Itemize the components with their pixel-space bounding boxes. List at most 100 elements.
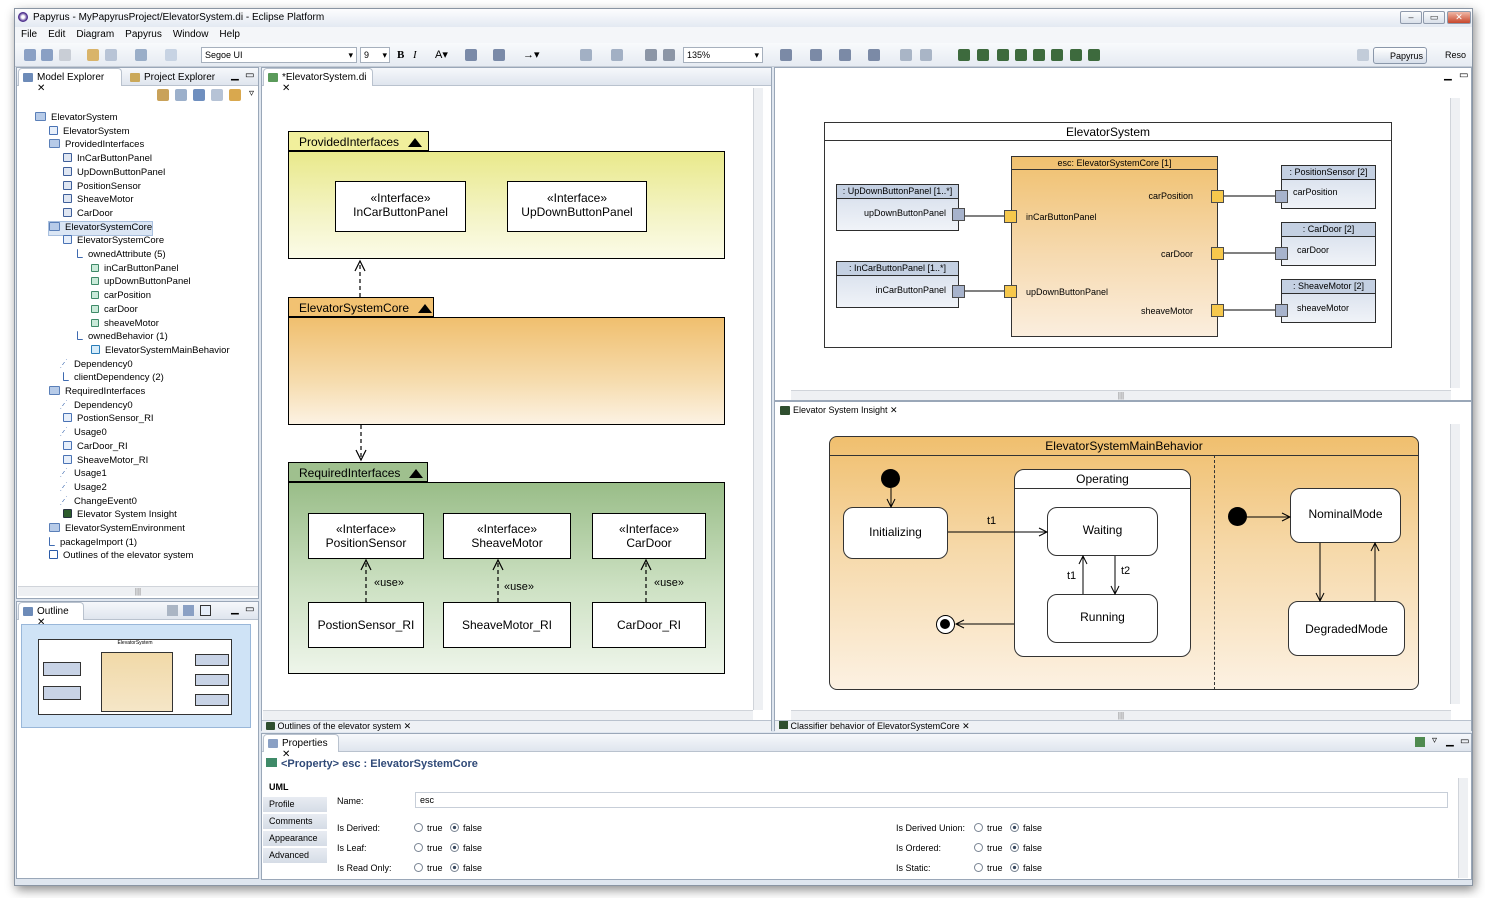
radio-true[interactable]: true [414,863,443,873]
tree-item[interactable]: Dependency0 [59,358,133,372]
radio-false-selected-icon[interactable] [450,843,459,852]
arrow-style-icon[interactable]: →▾ [523,49,540,61]
class-position-sensor-ri[interactable]: PostionSensor_RI [308,602,424,648]
tree-item[interactable]: ElevatorSystemMainBehavior [91,344,230,358]
tab-project-explorer[interactable]: Project Explorer [125,68,225,86]
diagram-tool-icon-3[interactable] [997,49,1009,61]
side-tab-appearance[interactable]: Appearance [263,831,327,847]
part-car-door[interactable]: : CarDoor [2]carDoor [1281,222,1376,266]
editor-left-v-scrollbar[interactable] [753,88,763,710]
tree-item[interactable]: ElevatorSystemEnvironment [49,523,185,536]
tree-item[interactable]: ElevatorSystem [35,112,118,125]
side-tab-profile[interactable]: Profile [263,797,327,813]
maximize-button[interactable]: ▭ [1423,11,1445,24]
font-select[interactable]: Segoe UI▾ [201,47,357,63]
tree-item[interactable]: SheaveMotor [63,194,134,207]
tab-model-explorer[interactable]: Model Explorer ✕ [18,68,122,94]
composite-h-scrollbar[interactable]: ||| [791,390,1451,400]
side-tab-uml[interactable]: UML [263,780,327,796]
collapse-triangle-icon[interactable] [409,469,424,478]
tree-item[interactable]: upDownButtonPanel [91,276,191,289]
arrange-icon[interactable] [580,49,592,61]
port-core-updown[interactable] [1004,285,1017,298]
part-sheave-motor[interactable]: : SheaveMotor [2]sheaveMotor [1281,279,1376,323]
diagram-tool-icon-1[interactable] [958,49,970,61]
diagram-tool-icon-4[interactable] [1015,49,1027,61]
radio-false[interactable]: false [1010,843,1042,853]
ruler-icon[interactable] [920,49,932,61]
tab-classifier-behavior[interactable]: Classifier behavior of ElevatorSystemCor… [775,721,970,731]
interface-sheave-motor[interactable]: «Interface»SheaveMotor [443,513,571,559]
port-core-position[interactable] [1211,190,1224,203]
disconnect-icon[interactable] [663,49,675,61]
port-incar[interactable] [952,285,965,298]
new-icon[interactable] [87,49,99,61]
new-child-icon[interactable] [157,89,169,101]
port-updown[interactable] [952,208,965,221]
radio-false-selected-icon[interactable] [450,863,459,872]
interface-incar-button-panel[interactable]: «Interface»InCarButtonPanel [335,181,466,232]
port-core-door[interactable] [1211,247,1224,260]
diagram-tool-icon-8[interactable] [1088,49,1100,61]
tree-item[interactable]: UpDownButtonPanel [63,166,165,180]
save-all-icon[interactable] [41,49,53,61]
pin-icon[interactable] [1415,737,1425,747]
italic-button[interactable]: I [413,49,417,61]
statemachine-v-scrollbar[interactable] [1450,424,1460,704]
tree-item[interactable]: Outlines of the elevator system [49,550,193,563]
tree-item[interactable]: CarDoor [63,207,113,221]
state-degraded-mode[interactable]: DegradedMode [1288,601,1405,656]
menu-help[interactable]: Help [219,29,240,40]
part-incar-button-panel[interactable]: : InCarButtonPanel [1..*]inCarButtonPane… [836,261,959,308]
tree-item[interactable]: ownedBehavior (1) [77,331,168,344]
open-icon[interactable] [105,49,117,61]
radio-true[interactable]: true [974,823,1003,833]
minimize-outline-icon[interactable]: ▁ [231,604,239,615]
tree-item[interactable]: ProvidedInterfaces [49,139,144,152]
tree-item[interactable]: InCarButtonPanel [63,153,152,166]
side-tab-advanced[interactable]: Advanced [263,848,327,864]
outline-overview-icon[interactable] [200,605,211,616]
refresh-icon[interactable] [135,49,147,61]
maximize-view-icon[interactable]: ▭ [245,70,255,81]
tree-item[interactable]: Usage1 [59,468,107,481]
menu-window[interactable]: Window [172,29,209,40]
radio-true-icon[interactable] [974,843,983,852]
radio-true-icon[interactable] [974,863,983,872]
snap-icon[interactable] [839,49,851,61]
port-position[interactable] [1275,190,1288,203]
tree-item[interactable]: Usage0 [59,427,107,440]
tree-item[interactable]: Elevator System Insight [63,509,177,522]
link-editor-icon[interactable] [229,89,241,101]
tree-item[interactable]: PostionSensor_RI [63,413,154,426]
menu-file[interactable]: File [21,29,38,40]
properties-v-scrollbar[interactable] [1458,778,1468,878]
radio-true[interactable]: true [414,843,443,853]
package-core-tab[interactable]: ElevatorSystemCore [288,297,434,317]
papyrus-perspective-button[interactable]: Papyrus [1373,47,1427,64]
tree-item[interactable]: sheaveMotor [91,318,159,331]
open-perspective-icon[interactable] [1357,49,1369,61]
collapse-all-icon[interactable] [211,89,223,101]
line-color-icon[interactable] [493,49,505,61]
insight-tab[interactable]: Elevator System Insight ✕ [777,403,902,419]
minimize-button[interactable]: – [1400,11,1422,24]
port-core-motor[interactable] [1211,304,1224,317]
name-field[interactable] [415,792,1448,808]
radio-true-icon[interactable] [414,863,423,872]
editor-left-h-scrollbar[interactable] [263,710,753,720]
grid-icon[interactable] [900,49,912,61]
align-icon[interactable] [611,49,623,61]
package-provided-interfaces-tab[interactable]: ProvidedInterfaces [288,131,429,151]
statemachine-h-scrollbar[interactable]: ||| [791,710,1451,720]
tree-item[interactable]: carPosition [91,290,151,303]
diagram-tool-icon-5[interactable] [1033,49,1045,61]
zoom-select[interactable]: 135%▾ [683,47,763,63]
size-icon[interactable] [868,49,880,61]
sort-icon[interactable] [193,89,205,101]
minimize-properties-icon[interactable]: ▁ [1446,736,1454,747]
part-position-sensor[interactable]: : PositionSensor [2]carPosition [1281,165,1376,209]
diagram-tool-icon-6[interactable] [1051,49,1063,61]
port-core-incar[interactable] [1004,210,1017,223]
tab-outlines-of-elevator-system[interactable]: Outlines of the elevator system ✕ [262,721,411,731]
